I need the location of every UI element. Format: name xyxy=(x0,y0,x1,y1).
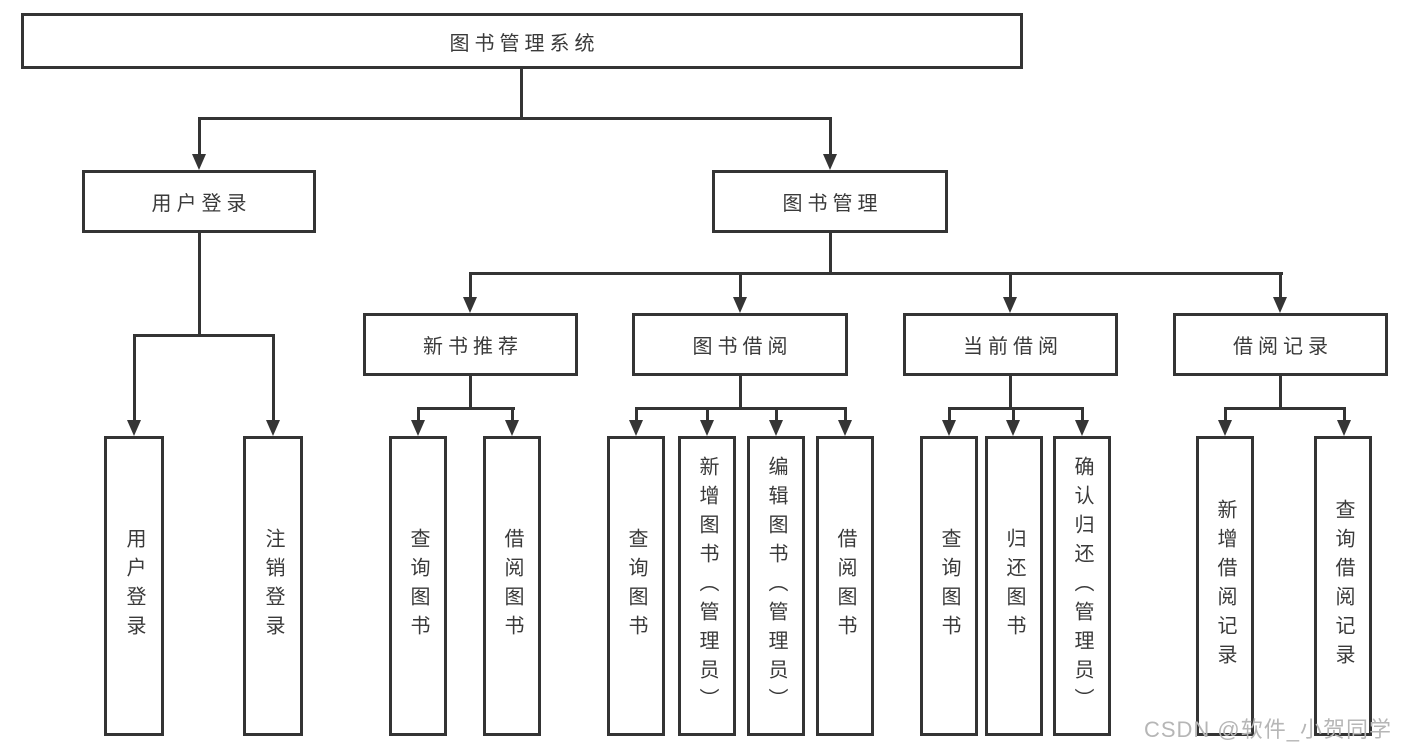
connector-drop xyxy=(1081,407,1084,421)
connector-drop xyxy=(1343,407,1346,421)
arrow-down-icon xyxy=(942,420,956,436)
leaf-add-books-admin: 新增图书（管理员） xyxy=(678,436,736,736)
node-label: 当前借阅 xyxy=(963,336,1063,358)
leaf-return-books: 归还图书 xyxy=(985,436,1043,736)
leaf-borrow-books: 借阅图书 xyxy=(816,436,874,736)
leaf-borrow-books: 借阅图书 xyxy=(483,436,541,736)
connector-borrow-records-stem xyxy=(1279,376,1282,410)
node-borrow-records: 借阅记录 xyxy=(1173,313,1388,376)
arrow-down-icon xyxy=(769,420,783,436)
node-new-book-recommend: 新书推荐 xyxy=(363,313,578,376)
leaf-label: 新增借阅记录 xyxy=(1214,499,1236,673)
connector-drop xyxy=(511,407,514,421)
leaf-query-books: 查询图书 xyxy=(607,436,665,736)
connector-drop-leaf-logout xyxy=(272,334,275,420)
arrow-down-icon xyxy=(266,420,280,436)
connector-drop-leaf-user-login xyxy=(133,334,136,420)
connector-drop-book-management xyxy=(829,117,832,155)
connector-level2-bar xyxy=(469,272,1283,275)
node-label: 新书推荐 xyxy=(423,336,523,358)
leaf-confirm-return-admin: 确认归还（管理员） xyxy=(1053,436,1111,736)
arrow-down-icon xyxy=(192,154,206,170)
node-label: 用户登录 xyxy=(151,193,252,215)
connector-new-book-stem xyxy=(469,376,472,410)
leaf-label: 借阅图书 xyxy=(501,528,523,644)
connector-root-stem xyxy=(520,68,523,118)
connector-drop-new-book xyxy=(469,272,472,298)
leaf-label: 查询图书 xyxy=(407,528,429,644)
leaf-label: 借阅图书 xyxy=(834,528,856,644)
arrow-down-icon xyxy=(1218,420,1232,436)
arrow-down-icon xyxy=(1075,420,1089,436)
connector-current-borrow-stem xyxy=(1009,376,1012,410)
arrow-down-icon xyxy=(838,420,852,436)
leaf-label: 查询图书 xyxy=(625,528,647,644)
leaf-label: 注销登录 xyxy=(262,528,284,644)
node-book-management: 图书管理 xyxy=(712,170,948,233)
connector-book-borrow-bar xyxy=(635,407,847,410)
arrow-down-icon xyxy=(823,154,837,170)
arrow-down-icon xyxy=(629,420,643,436)
connector-drop xyxy=(417,407,420,421)
leaf-query-books: 查询图书 xyxy=(920,436,978,736)
leaf-logout-login: 注销登录 xyxy=(243,436,303,736)
node-book-borrow: 图书借阅 xyxy=(632,313,848,376)
arrow-down-icon xyxy=(1006,420,1020,436)
connector-drop xyxy=(706,407,709,421)
connector-borrow-records-bar xyxy=(1224,407,1346,410)
node-root-label: 图书管理系统 xyxy=(449,32,600,55)
arrow-down-icon xyxy=(463,297,477,313)
leaf-label: 查询图书 xyxy=(938,528,960,644)
connector-current-borrow-bar xyxy=(948,407,1084,410)
connector-book-borrow-stem xyxy=(739,376,742,410)
leaf-label: 查询借阅记录 xyxy=(1332,499,1354,673)
connector-book-management-stem xyxy=(829,233,832,273)
node-user-login: 用户登录 xyxy=(82,170,316,233)
leaf-query-books: 查询图书 xyxy=(389,436,447,736)
leaf-user-login: 用户登录 xyxy=(104,436,164,736)
arrow-down-icon xyxy=(733,297,747,313)
arrow-down-icon xyxy=(411,420,425,436)
node-label: 图书借阅 xyxy=(692,336,793,358)
node-current-borrow: 当前借阅 xyxy=(903,313,1118,376)
leaf-query-borrow-record: 查询借阅记录 xyxy=(1314,436,1372,736)
arrow-down-icon xyxy=(127,420,141,436)
connector-drop-user-login xyxy=(198,117,201,155)
leaf-label: 用户登录 xyxy=(123,528,145,644)
arrow-down-icon xyxy=(1337,420,1351,436)
arrow-down-icon xyxy=(1003,297,1017,313)
leaf-label: 确认归还（管理员） xyxy=(1071,455,1093,717)
connector-drop xyxy=(775,407,778,421)
connector-drop xyxy=(948,407,951,421)
connector-user-login-bar xyxy=(133,334,275,337)
leaf-edit-books-admin: 编辑图书（管理员） xyxy=(747,436,805,736)
leaf-label: 归还图书 xyxy=(1003,528,1025,644)
arrow-down-icon xyxy=(1273,297,1287,313)
connector-drop xyxy=(635,407,638,421)
arrow-down-icon xyxy=(700,420,714,436)
node-label: 借阅记录 xyxy=(1233,336,1333,358)
connector-drop xyxy=(844,407,847,421)
leaf-label: 编辑图书（管理员） xyxy=(765,455,787,717)
connector-root-bar xyxy=(198,117,832,120)
connector-user-login-stem xyxy=(198,233,201,335)
node-label: 图书管理 xyxy=(782,193,883,215)
connector-drop xyxy=(1012,407,1015,421)
arrow-down-icon xyxy=(505,420,519,436)
connector-drop-borrow-records xyxy=(1279,272,1282,298)
connector-drop-current-borrow xyxy=(1009,272,1012,298)
watermark: CSDN @软件_小贺同学 xyxy=(1143,717,1392,742)
connector-drop xyxy=(1224,407,1227,421)
connector-new-book-bar xyxy=(417,407,515,410)
leaf-label: 新增图书（管理员） xyxy=(696,455,718,717)
leaf-add-borrow-record: 新增借阅记录 xyxy=(1196,436,1254,736)
node-root: 图书管理系统 xyxy=(21,13,1023,69)
connector-drop-book-borrow xyxy=(739,272,742,298)
